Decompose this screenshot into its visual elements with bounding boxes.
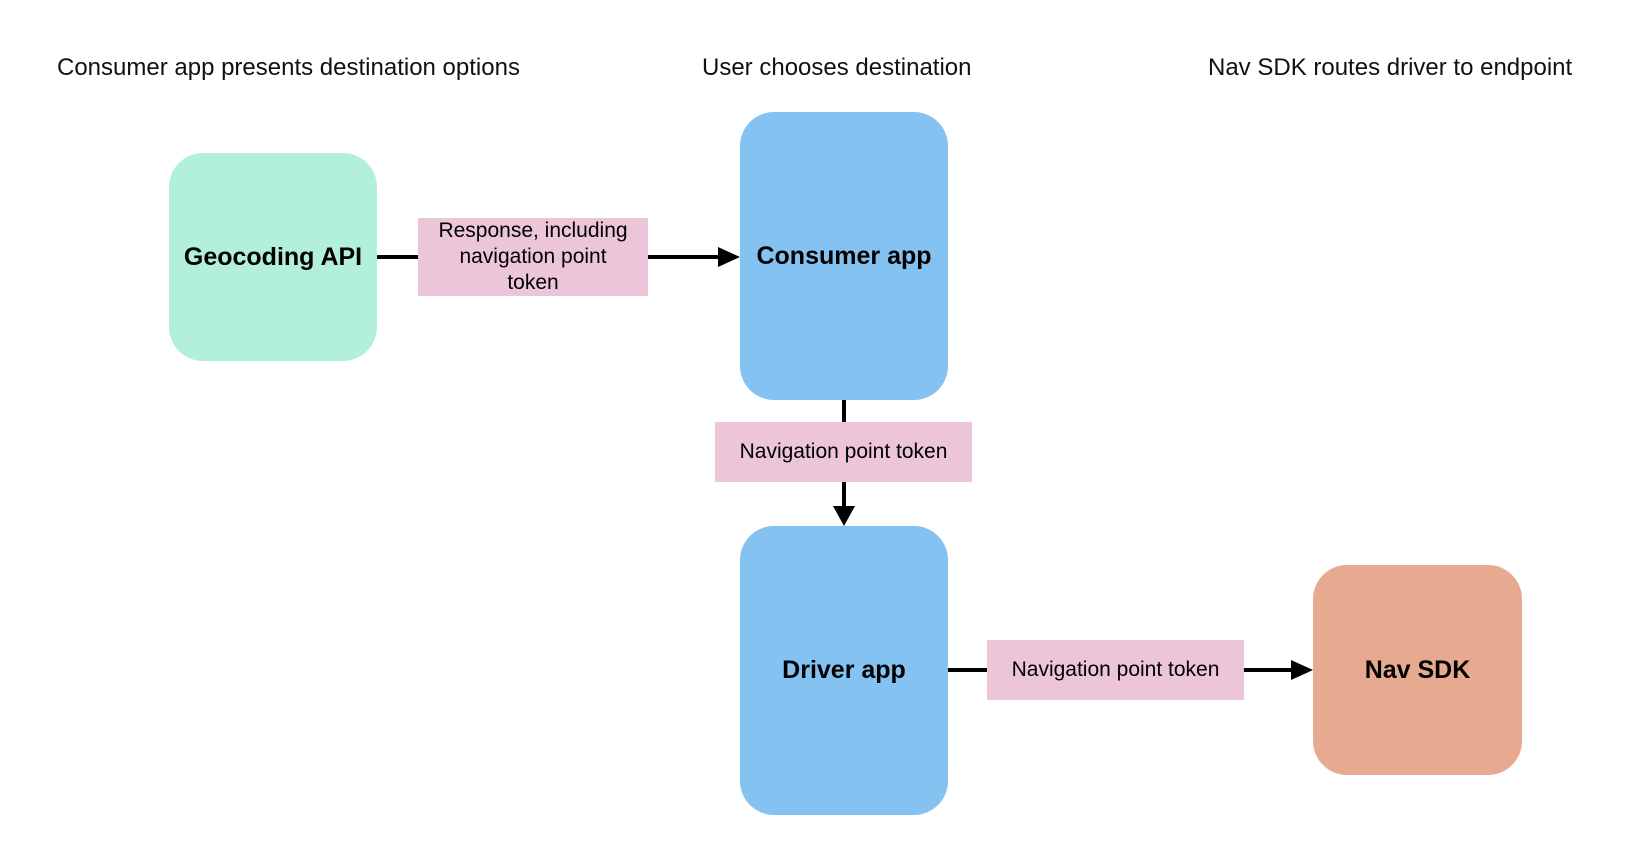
node-geocoding-api-label: Geocoding API: [183, 242, 363, 271]
edge-label-response-including-token: Response, including navigation point tok…: [418, 218, 648, 296]
phase-label-nav-sdk-routes: Nav SDK routes driver to endpoint: [1208, 54, 1573, 81]
edge-consumer-to-driver-line-end: [842, 482, 846, 506]
phase-label-user-chooses: User chooses destination: [702, 54, 972, 81]
arrowhead-down-icon: [833, 506, 855, 526]
edge-label-line: Navigation point token: [1011, 658, 1220, 681]
arrowhead-right-icon: [718, 247, 740, 267]
edge-label-line: token: [507, 271, 559, 294]
arrowhead-right-icon: [1291, 660, 1313, 680]
edge-label-line: Navigation point token: [739, 440, 948, 463]
edge-geocoding-to-consumer-line-start: [377, 255, 418, 259]
node-nav-sdk-label: Nav SDK: [1364, 655, 1471, 684]
edge-label-navigation-point-token-2: Navigation point token: [987, 640, 1244, 700]
edge-label-line: Response, including: [438, 219, 628, 242]
edge-driver-to-navsdk-line-start: [948, 668, 987, 672]
edge-label-line: navigation point: [459, 245, 607, 268]
edge-label-navigation-point-token-1: Navigation point token: [715, 422, 972, 482]
node-consumer-app-label: Consumer app: [756, 241, 932, 270]
phase-label-consumer-presents: Consumer app presents destination option…: [57, 54, 520, 81]
edge-geocoding-to-consumer-line-end: [648, 255, 718, 259]
node-driver-app-label: Driver app: [782, 656, 906, 684]
node-driver-app: Driver app: [740, 526, 948, 815]
node-nav-sdk: Nav SDK: [1313, 565, 1522, 775]
edge-consumer-to-driver-line-start: [842, 400, 846, 422]
node-geocoding-api: Geocoding API: [169, 153, 377, 361]
edge-driver-to-navsdk-line-end: [1244, 668, 1291, 672]
node-consumer-app: Consumer app: [740, 112, 948, 400]
